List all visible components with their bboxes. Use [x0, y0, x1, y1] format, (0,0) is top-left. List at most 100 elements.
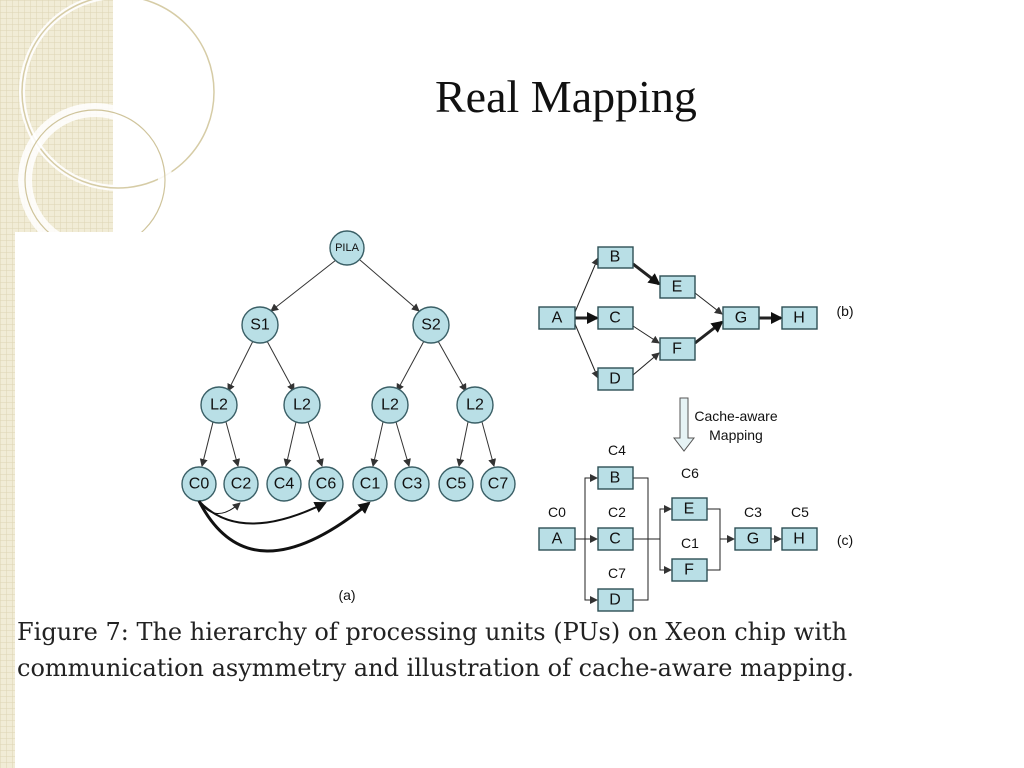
node-c1: C1 [352, 466, 388, 502]
node-s2-label: S2 [421, 317, 441, 334]
node-c6-label: C6 [316, 476, 337, 493]
node-l2-c-label: L2 [381, 397, 399, 414]
task-h-b: H [781, 306, 818, 330]
task-e-b-label: E [672, 279, 683, 296]
task-h-b-label: H [793, 310, 805, 327]
task-edges-b [574, 257, 783, 379]
node-l2-a-label: L2 [210, 397, 228, 414]
node-l2-b-label: L2 [293, 397, 311, 414]
edge-s1-l2b [266, 340, 295, 392]
node-c6: C6 [308, 466, 344, 502]
node-c4: C4 [266, 466, 302, 502]
task-c-c: C [597, 527, 634, 551]
slide-title: Real Mapping [435, 71, 697, 122]
node-c2: C2 [223, 466, 259, 502]
edge-f-g [694, 320, 724, 345]
diagram-a-label: (a) [338, 587, 355, 603]
core-label-b: C4 [608, 442, 626, 458]
figure-panel [15, 232, 1024, 768]
core-label-d: C7 [608, 565, 626, 581]
node-c7-label: C7 [488, 476, 509, 493]
task-c-c-label: C [609, 531, 621, 548]
node-pila: PILA [329, 230, 365, 266]
core-label-a: C0 [548, 504, 566, 520]
task-f-c: F [671, 558, 708, 582]
node-c5-label: C5 [446, 476, 467, 493]
task-f-b-label: F [672, 341, 682, 358]
task-b-c-label: B [610, 470, 621, 487]
task-edges-c [575, 474, 782, 604]
task-b-b-label: B [610, 249, 621, 266]
node-s1: S1 [241, 306, 279, 344]
node-c1-label: C1 [360, 476, 381, 493]
node-s1-label: S1 [250, 317, 270, 334]
edge-c-f [632, 325, 660, 344]
edge-l2c-c1 [370, 421, 384, 467]
task-b-c: B [597, 466, 634, 490]
task-a-b-label: A [552, 310, 563, 327]
edge-l2c-c3 [395, 421, 411, 467]
task-c-b-label: C [609, 310, 621, 327]
edge-s2-l2d [437, 340, 467, 392]
task-g-b: G [722, 306, 760, 330]
node-c4-label: C4 [274, 476, 295, 493]
task-c-b: C [597, 306, 634, 330]
task-g-c: G [734, 527, 772, 551]
node-l2-d-label: L2 [466, 397, 484, 414]
node-s2: S2 [412, 306, 450, 344]
edge-l2d-c7 [481, 421, 497, 467]
core-label-f: C1 [681, 535, 699, 551]
task-g-b-label: G [735, 310, 747, 327]
diagram-c-mapped-graph: C0 C4 C2 C7 C6 C1 C3 C5 A B C D E F G H … [538, 442, 853, 612]
task-h-c-label: H [793, 531, 805, 548]
core-label-c: C2 [608, 504, 626, 520]
task-h-c: H [781, 527, 818, 551]
communication-arcs [197, 500, 371, 553]
node-c0-label: C0 [189, 476, 210, 493]
node-c5: C5 [438, 466, 474, 502]
edge-s1-l2a [227, 340, 254, 392]
task-f-c-label: F [684, 562, 694, 579]
edge-pila-s1 [270, 259, 337, 312]
edge-s2-l2c [396, 340, 425, 392]
edge-a-b [574, 257, 599, 313]
edge-b-e [632, 262, 661, 286]
edge-l2a-c0 [199, 421, 214, 467]
arc-c0-c1 [197, 500, 371, 553]
edge-l2a-c2 [225, 421, 241, 467]
decor-ring-large-outline [21, 0, 215, 189]
diagram-b-label: (b) [836, 303, 853, 319]
task-d-c: D [597, 588, 634, 612]
task-e-c: E [671, 497, 708, 521]
join-line-ef [707, 508, 721, 571]
node-pila-label: PILA [335, 242, 360, 254]
task-a-c: A [538, 527, 576, 551]
edge-c-to-e [659, 505, 672, 539]
node-c7: C7 [480, 466, 516, 502]
arc-c0-c6 [198, 500, 327, 525]
task-e-b: E [659, 275, 696, 299]
figure-caption: Figure 7: The hierarchy of processing un… [17, 618, 854, 682]
arrow-caption-line1: Cache-aware [694, 408, 777, 424]
edge-l2d-c5 [456, 421, 469, 467]
down-arrow-icon [672, 397, 696, 452]
core-label-h: C5 [791, 504, 809, 520]
diagram-a-tree: PILA S1 S2 L2 L2 L2 L2 C0 [181, 230, 516, 603]
task-d-b-label: D [609, 371, 621, 388]
edge-e-g [694, 292, 723, 315]
diagram-b-task-graph: A B C D E F G H (b) [538, 246, 854, 391]
node-l2-a: L2 [200, 386, 238, 424]
task-f-b: F [659, 337, 696, 361]
node-c3-label: C3 [402, 476, 423, 493]
core-label-g: C3 [744, 504, 762, 520]
node-c0: C0 [181, 466, 217, 502]
node-l2-d: L2 [456, 386, 494, 424]
edge-a-d [574, 323, 599, 379]
node-c2-label: C2 [231, 476, 252, 493]
task-e-c-label: E [684, 501, 695, 518]
tree-edges [199, 259, 497, 467]
edge-pila-s2 [359, 259, 420, 312]
task-d-b: D [597, 367, 634, 391]
edge-c-to-f [659, 539, 672, 574]
